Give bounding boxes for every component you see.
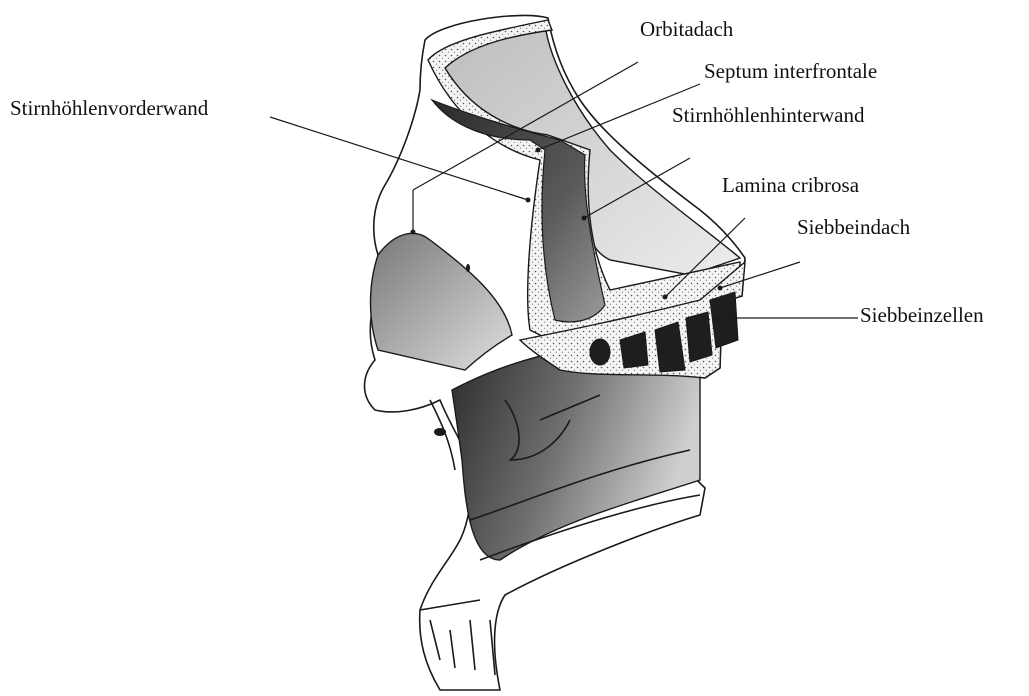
label-stirnhoehlenhinterwand: Stirnhöhlenhinterwand	[672, 103, 865, 127]
dot	[663, 295, 668, 300]
label-orbitadach: Orbitadach	[640, 17, 734, 41]
dot	[411, 230, 416, 235]
dot	[536, 148, 541, 153]
foramen	[434, 428, 446, 436]
foramen	[466, 264, 470, 272]
label-lamina-cribrosa: Lamina cribrosa	[722, 173, 860, 197]
ethmoid-cell	[686, 312, 712, 362]
label-septum-interfrontale: Septum interfrontale	[704, 59, 877, 83]
label-siebbeindach: Siebbeindach	[797, 215, 911, 239]
orbital-margin	[371, 233, 513, 370]
label-siebbeinzellen: Siebbeinzellen	[860, 303, 984, 327]
label-stirnhoehlenvorderwand: Stirnhöhlenvorderwand	[10, 96, 209, 120]
dot	[718, 286, 723, 291]
ethmoid-cell	[590, 339, 610, 365]
dot	[716, 316, 721, 321]
dot	[582, 216, 587, 221]
dot	[526, 198, 531, 203]
